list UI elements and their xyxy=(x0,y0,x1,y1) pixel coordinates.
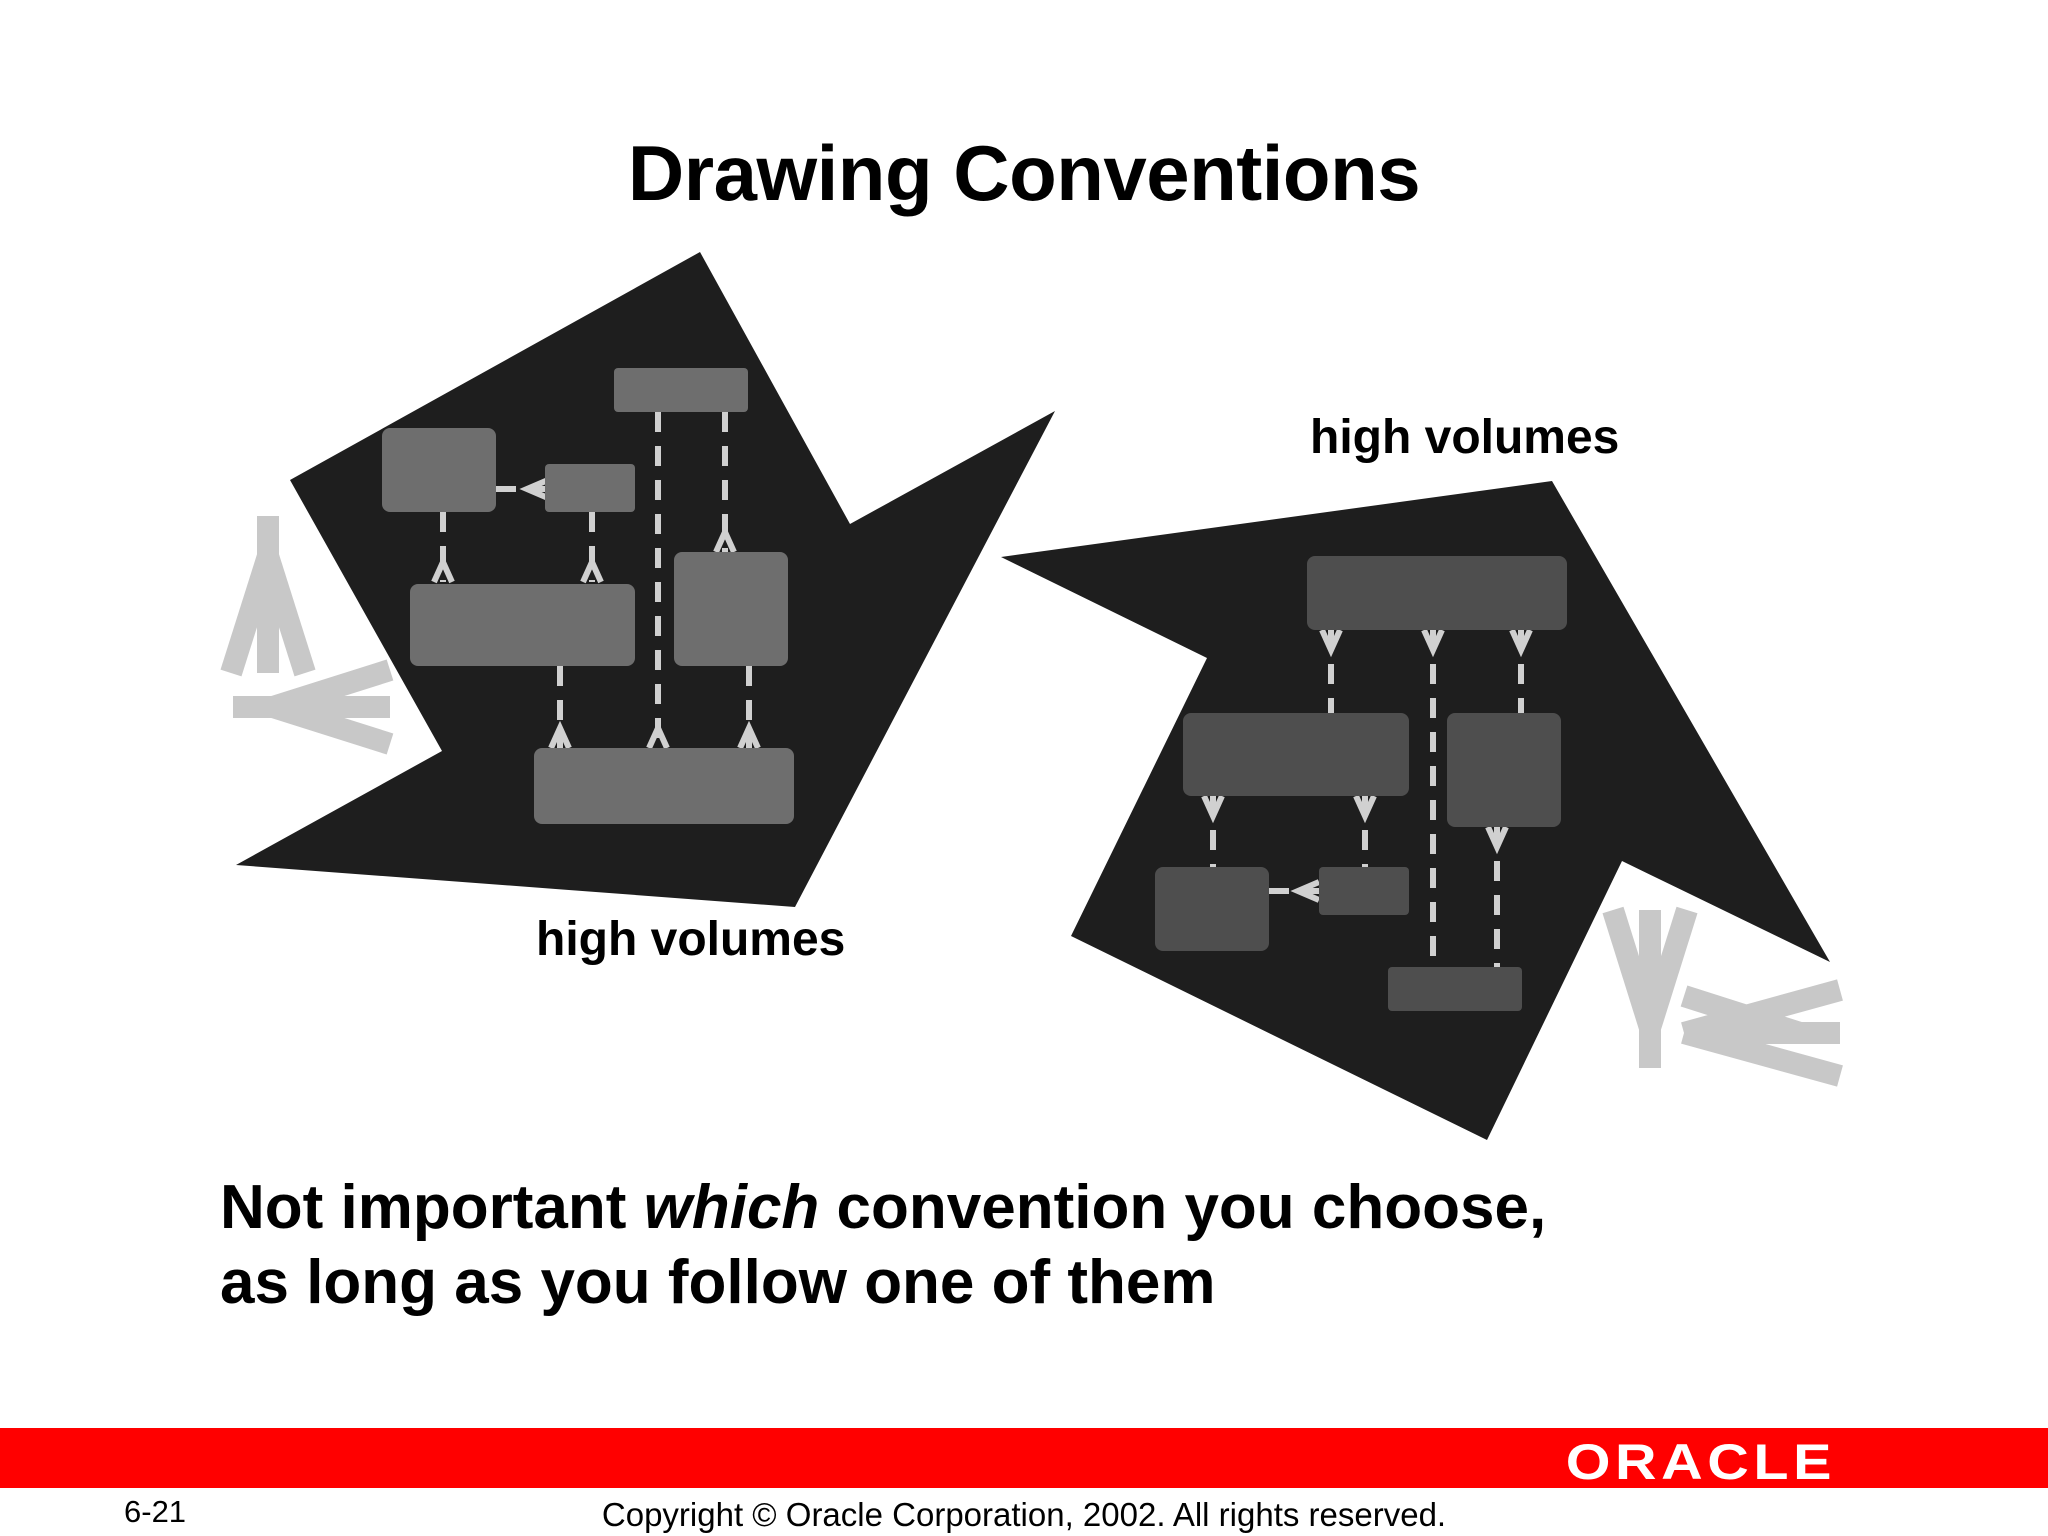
right-entity-a xyxy=(1183,713,1409,796)
caption-high-volumes-right: high volumes xyxy=(1310,411,1620,464)
right-entity-c xyxy=(1155,867,1269,951)
left-arrow-shape xyxy=(236,252,1055,907)
caption-high-volumes-left: high volumes xyxy=(536,913,846,966)
crowsfoot-icon-left-horizontal xyxy=(233,659,394,755)
crowsfoot-icon-right-vertical xyxy=(1602,906,1698,1068)
body-line-1-start: Not important xyxy=(220,1173,644,1242)
right-arrow-shape xyxy=(1001,481,1830,1140)
right-entity-d xyxy=(1319,867,1409,915)
right-entity-bottom xyxy=(1388,967,1522,1011)
body-line-1-end: convention you choose, xyxy=(819,1173,1547,1242)
right-entities xyxy=(1155,556,1567,1011)
page-number: 6-21 xyxy=(124,1494,187,1529)
body-text: Not important which convention you choos… xyxy=(220,1170,1546,1320)
left-relationship-lines xyxy=(440,412,752,748)
right-entity-top xyxy=(1307,556,1567,630)
body-line-1-emphasis: which xyxy=(643,1173,820,1242)
right-crowsfeet xyxy=(1201,628,1533,903)
crowsfoot-icon-right-horizontal xyxy=(1680,979,1843,1087)
crowsfoot-icon-left-vertical xyxy=(220,516,316,677)
left-entity-d xyxy=(674,552,788,666)
left-crowsfeet xyxy=(431,477,761,750)
right-convention-arrow xyxy=(1001,481,1830,1140)
left-convention-arrow xyxy=(236,252,1055,907)
left-entity-top xyxy=(614,368,748,412)
body-line-1: Not important which convention you choos… xyxy=(220,1170,1546,1245)
copyright-text: Copyright © Oracle Corporation, 2002. Al… xyxy=(601,1496,1447,1533)
footer-bar xyxy=(0,1428,2048,1488)
right-relationship-lines xyxy=(1210,630,1524,967)
left-entity-b xyxy=(545,464,635,512)
oracle-logo: ORACLE xyxy=(1565,1434,1836,1490)
left-entity-bottom xyxy=(534,748,794,824)
left-entity-c xyxy=(410,584,635,666)
slide-title: Drawing Conventions xyxy=(627,129,1421,217)
left-entity-a xyxy=(382,428,496,512)
body-line-2: as long as you follow one of them xyxy=(220,1248,1216,1317)
right-entity-b xyxy=(1447,713,1561,827)
left-entities xyxy=(382,368,794,824)
